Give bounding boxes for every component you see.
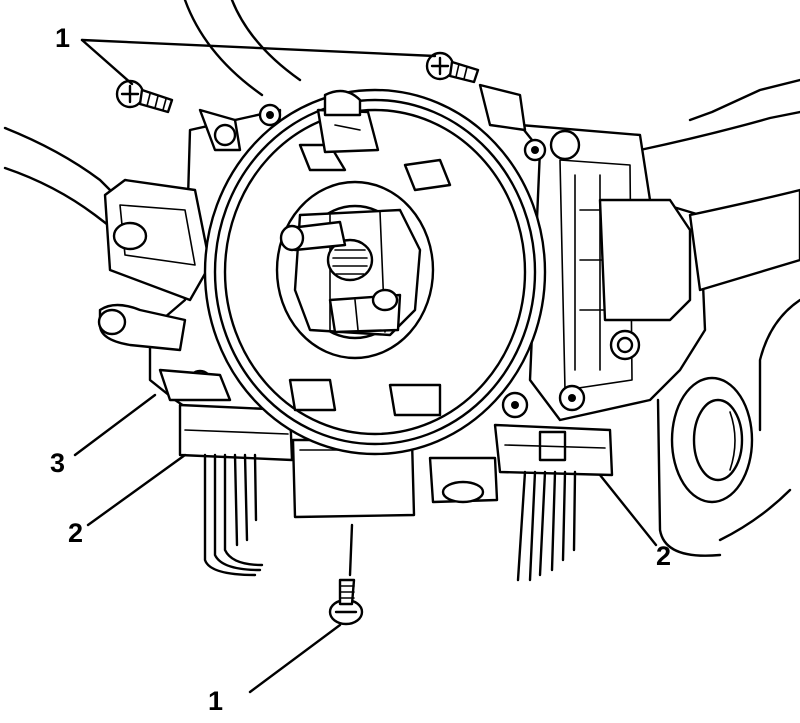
clock-spring xyxy=(203,83,586,456)
background-lines xyxy=(3,0,800,230)
leader-lines xyxy=(73,38,658,694)
connector-right xyxy=(493,423,614,582)
right-switch-assembly xyxy=(518,123,800,422)
left-stalk-end xyxy=(112,221,148,251)
column-housing xyxy=(656,203,800,557)
callout-2-left: 2 xyxy=(68,518,83,548)
callout-3: 3 xyxy=(50,448,65,478)
callout-1-bottom: 1 xyxy=(208,686,223,716)
connector-center xyxy=(291,438,499,519)
connector-left xyxy=(178,403,294,577)
callout-2-right: 2 xyxy=(656,541,671,571)
screw-top-left xyxy=(115,79,174,114)
screw-top-right xyxy=(425,51,480,84)
right-stalk xyxy=(688,188,800,292)
screw-bottom xyxy=(328,578,364,626)
callout-1-top: 1 xyxy=(55,23,70,53)
